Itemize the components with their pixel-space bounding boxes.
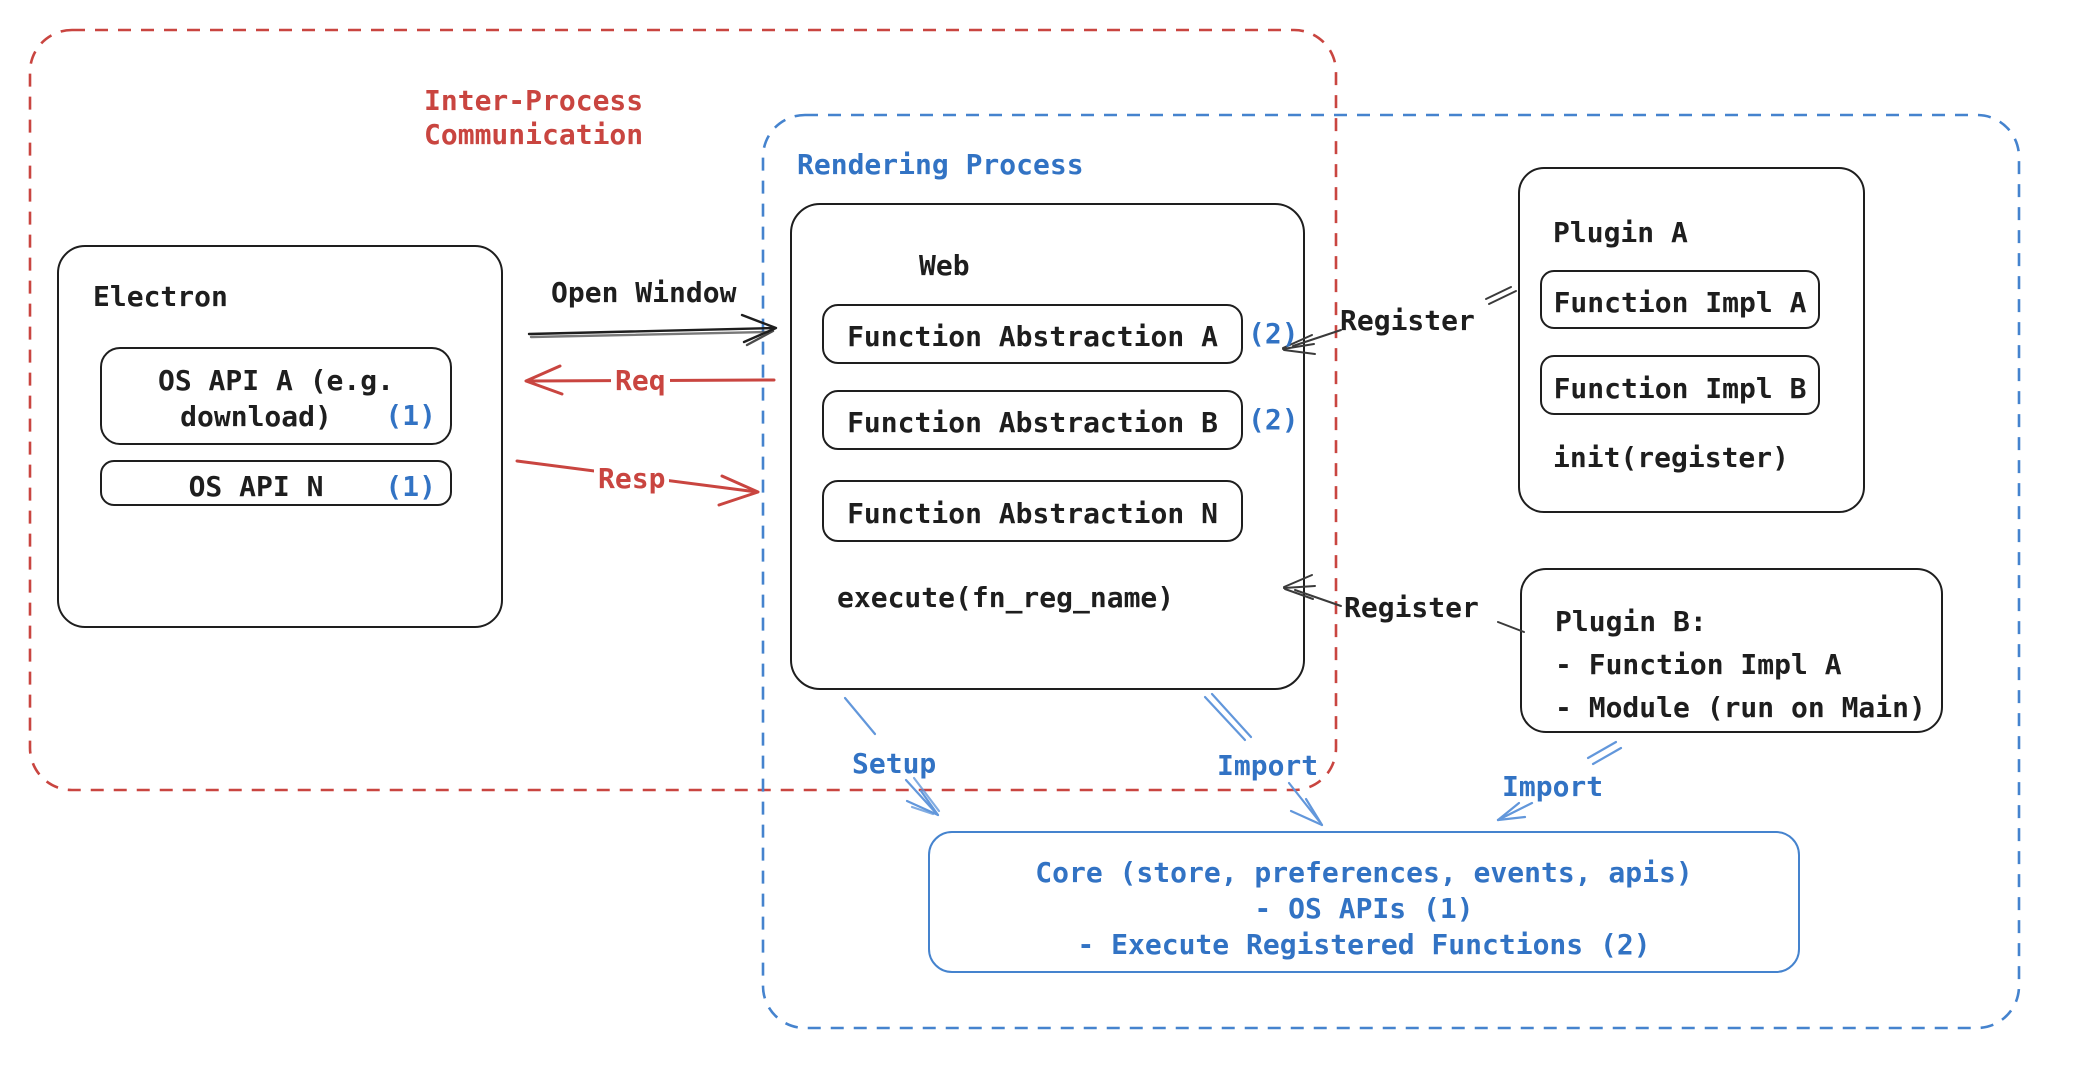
function-abstraction-a-label: Function Abstraction A (847, 320, 1218, 353)
function-impl-a-label: Function Impl A (1553, 286, 1807, 319)
core-line-1: Core (store, preferences, events, apis) (1035, 856, 1693, 889)
os-api-a-box: OS API A (e.g. download) (1) (100, 347, 452, 445)
open-window-label: Open Window (551, 276, 737, 309)
ipc-label-line1: Inter-Process (424, 84, 644, 117)
function-impl-a-box: Function Impl A (1540, 270, 1820, 329)
core-text: Core (store, preferences, events, apis) … (930, 855, 1798, 963)
core-line-2: - OS APIs (1) (1254, 892, 1474, 925)
register-bottom-label: Register (1344, 591, 1479, 624)
abstraction-a-badge: (2) (1248, 317, 1299, 350)
plugin-b-box: Plugin B: - Function Impl A - Module (run … (1520, 568, 1943, 733)
plugin-b-line-impl: - Function Impl A (1555, 648, 1842, 681)
os-api-a-badge: (1) (385, 399, 436, 432)
plugin-b-text: Plugin B: - Function Impl A - Module (run … (1555, 600, 1926, 729)
web-box: Web Function Abstraction A Function Abst… (790, 203, 1305, 690)
web-title: Web (919, 249, 970, 282)
setup-label: Setup (852, 747, 937, 780)
web-footer-code: execute(fn_reg_name) (837, 581, 1175, 614)
import-right-label: Import (1502, 770, 1604, 803)
function-abstraction-n-label: Function Abstraction N (847, 497, 1218, 530)
os-api-n-box: OS API N (1) (100, 460, 452, 506)
req-label: Req (611, 364, 670, 398)
function-abstraction-a-box: Function Abstraction A (822, 304, 1243, 364)
electron-title: Electron (93, 280, 228, 313)
abstraction-b-badge: (2) (1248, 403, 1299, 436)
os-api-n-badge: (1) (385, 470, 436, 503)
resp-label: Resp (594, 462, 670, 496)
import-mid-label: Import (1217, 749, 1319, 782)
core-box: Core (store, preferences, events, apis) … (928, 831, 1800, 973)
plugin-a-title: Plugin A (1553, 216, 1688, 249)
ipc-region-label: Inter-Process Communication (424, 84, 643, 152)
plugin-b-line-module: - Module (run on Main) (1555, 691, 1926, 724)
electron-box: Electron OS API A (e.g. download) (1) OS… (57, 245, 503, 628)
function-abstraction-b-label: Function Abstraction B (847, 406, 1218, 439)
os-api-a-label-line2: download) (180, 400, 332, 433)
function-impl-b-label: Function Impl B (1553, 372, 1807, 405)
plugin-a-box: Plugin A Function Impl A Function Impl B… (1518, 167, 1865, 513)
plugin-b-title: Plugin B: (1555, 605, 1707, 638)
core-line-3: - Execute Registered Functions (2) (1077, 928, 1651, 961)
function-abstraction-b-box: Function Abstraction B (822, 390, 1243, 450)
function-abstraction-n-box: Function Abstraction N (822, 480, 1243, 542)
os-api-a-label-line1: OS API A (e.g. (157, 364, 394, 397)
open-window-arrow (527, 313, 778, 347)
plugin-a-footer-code: init(register) (1553, 441, 1790, 474)
os-api-n-label: OS API N (188, 470, 324, 503)
function-impl-b-box: Function Impl B (1540, 355, 1820, 415)
ipc-label-line2: Communication (424, 118, 644, 151)
rendering-region-label: Rendering Process (797, 148, 1084, 181)
register-top-label: Register (1340, 304, 1475, 337)
